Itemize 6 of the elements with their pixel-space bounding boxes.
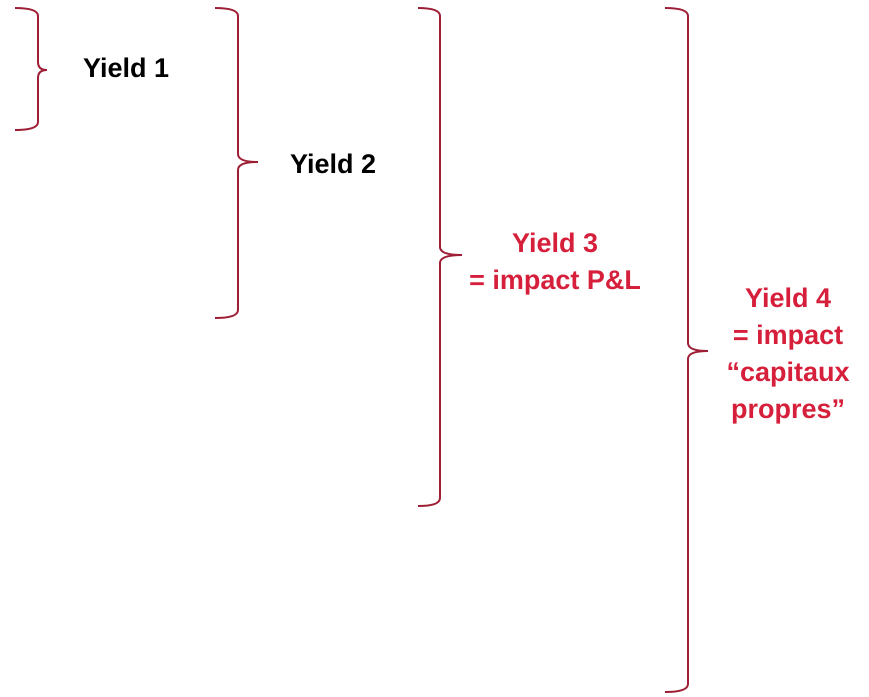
yield-label: Yield 1	[83, 52, 170, 85]
yield-label: Yield 3	[510, 227, 600, 260]
yield-label: Yield 4	[744, 282, 832, 315]
yield-label: = impact P&L	[468, 264, 642, 297]
yield-label: Yield 2	[290, 148, 378, 181]
yield-label: = impact “capitaux propres”	[725, 319, 851, 426]
